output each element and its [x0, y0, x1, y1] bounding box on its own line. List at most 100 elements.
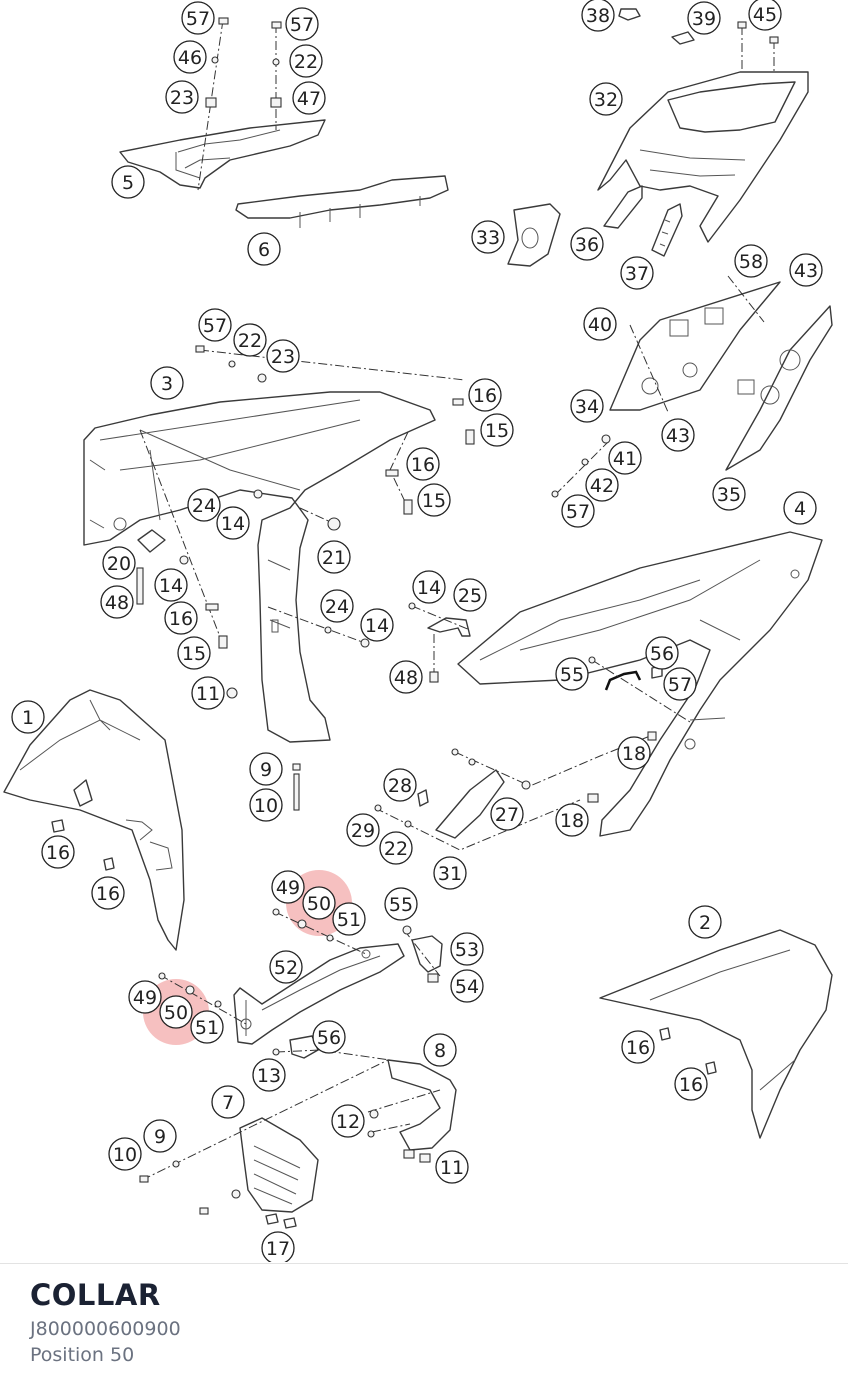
callout-15[interactable]: 15	[480, 413, 514, 447]
callout-16[interactable]: 16	[406, 447, 440, 481]
callout-17[interactable]: 17	[261, 1231, 295, 1262]
callout-50[interactable]: 50	[302, 886, 336, 920]
callout-50[interactable]: 50	[159, 995, 193, 1029]
callout-40[interactable]: 40	[583, 307, 617, 341]
callout-18[interactable]: 18	[617, 736, 651, 770]
callout-57[interactable]: 57	[181, 1, 215, 35]
callout-35[interactable]: 35	[712, 477, 746, 511]
callout-number: 38	[586, 5, 610, 27]
callout-23[interactable]: 23	[165, 80, 199, 114]
callout-number: 10	[254, 795, 278, 817]
callout-57[interactable]: 57	[285, 7, 319, 41]
callout-11[interactable]: 11	[191, 676, 225, 710]
callout-circle	[312, 1020, 346, 1054]
callout-number: 56	[317, 1027, 341, 1049]
callout-51[interactable]: 51	[332, 902, 366, 936]
callout-57[interactable]: 57	[663, 667, 697, 701]
callout-36[interactable]: 36	[570, 227, 604, 261]
callout-14[interactable]: 14	[360, 608, 394, 642]
callout-47[interactable]: 47	[292, 81, 326, 115]
callout-7[interactable]: 7	[211, 1085, 245, 1119]
callout-39[interactable]: 39	[687, 1, 721, 35]
callout-number: 11	[440, 1157, 464, 1179]
callout-14[interactable]: 14	[154, 568, 188, 602]
callout-5[interactable]: 5	[111, 165, 145, 199]
callout-10[interactable]: 10	[249, 788, 283, 822]
callout-9[interactable]: 9	[143, 1119, 177, 1153]
callout-16[interactable]: 16	[91, 876, 125, 910]
callout-22[interactable]: 22	[379, 831, 413, 865]
callout-48[interactable]: 48	[100, 585, 134, 619]
callout-15[interactable]: 15	[417, 483, 451, 517]
callout-43[interactable]: 43	[789, 253, 823, 287]
callout-29[interactable]: 29	[346, 813, 380, 847]
callout-20[interactable]: 20	[102, 546, 136, 580]
callout-46[interactable]: 46	[173, 40, 207, 74]
callout-31[interactable]: 31	[433, 856, 467, 890]
callout-25[interactable]: 25	[453, 578, 487, 612]
callout-53[interactable]: 53	[450, 932, 484, 966]
callout-14[interactable]: 14	[216, 506, 250, 540]
callout-37[interactable]: 37	[620, 256, 654, 290]
callout-28[interactable]: 28	[383, 768, 417, 802]
callout-11[interactable]: 11	[435, 1150, 469, 1184]
callout-21[interactable]: 21	[317, 540, 351, 574]
callout-13[interactable]: 13	[252, 1058, 286, 1092]
callout-45[interactable]: 45	[748, 0, 782, 31]
callout-6[interactable]: 6	[247, 232, 281, 266]
callout-55[interactable]: 55	[384, 887, 418, 921]
callout-23[interactable]: 23	[266, 339, 300, 373]
callout-38[interactable]: 38	[581, 0, 615, 32]
callout-58[interactable]: 58	[734, 244, 768, 278]
callout-56[interactable]: 56	[312, 1020, 346, 1054]
callout-24[interactable]: 24	[320, 589, 354, 623]
callout-18[interactable]: 18	[555, 803, 589, 837]
callout-51[interactable]: 51	[190, 1010, 224, 1044]
callout-27[interactable]: 27	[490, 797, 524, 831]
callout-4[interactable]: 4	[783, 491, 817, 525]
callout-24[interactable]: 24	[187, 488, 221, 522]
callout-33[interactable]: 33	[471, 220, 505, 254]
callout-circle	[555, 803, 589, 837]
callout-16[interactable]: 16	[468, 378, 502, 412]
callout-16[interactable]: 16	[621, 1030, 655, 1064]
callout-number: 1	[22, 707, 34, 729]
callout-8[interactable]: 8	[423, 1033, 457, 1067]
callout-number: 16	[96, 883, 120, 905]
callout-circle	[266, 339, 300, 373]
part-1-left-shroud	[3, 689, 185, 951]
callout-48[interactable]: 48	[389, 660, 423, 694]
callout-22[interactable]: 22	[289, 44, 323, 78]
callout-49[interactable]: 49	[271, 870, 305, 904]
callout-9[interactable]: 9	[249, 752, 283, 786]
callout-14[interactable]: 14	[412, 570, 446, 604]
callout-55[interactable]: 55	[555, 657, 589, 691]
callout-circle	[688, 905, 722, 939]
callout-54[interactable]: 54	[450, 969, 484, 1003]
callout-41[interactable]: 41	[608, 441, 642, 475]
callout-circle	[589, 82, 623, 116]
callout-56[interactable]: 56	[645, 636, 679, 670]
callout-3[interactable]: 3	[150, 366, 184, 400]
callout-16[interactable]: 16	[164, 601, 198, 635]
callout-15[interactable]: 15	[177, 636, 211, 670]
callout-42[interactable]: 42	[585, 468, 619, 502]
callout-43[interactable]: 43	[661, 418, 695, 452]
callout-49[interactable]: 49	[128, 980, 162, 1014]
part-56-lower-bracket	[272, 1035, 391, 1061]
callout-34[interactable]: 34	[570, 389, 604, 423]
callout-52[interactable]: 52	[269, 950, 303, 984]
callout-number: 29	[351, 820, 375, 842]
callout-12[interactable]: 12	[331, 1104, 365, 1138]
callout-10[interactable]: 10	[108, 1137, 142, 1171]
callout-16[interactable]: 16	[41, 835, 75, 869]
callout-16[interactable]: 16	[674, 1067, 708, 1101]
exploded-parts-diagram: 5757462223475638394532333637584340344341…	[3, 0, 833, 1262]
callout-22[interactable]: 22	[233, 323, 267, 357]
callout-circle	[570, 227, 604, 261]
callout-32[interactable]: 32	[589, 82, 623, 116]
callout-1[interactable]: 1	[11, 700, 45, 734]
callout-57[interactable]: 57	[561, 494, 595, 528]
callout-2[interactable]: 2	[688, 905, 722, 939]
callout-57[interactable]: 57	[198, 308, 232, 342]
